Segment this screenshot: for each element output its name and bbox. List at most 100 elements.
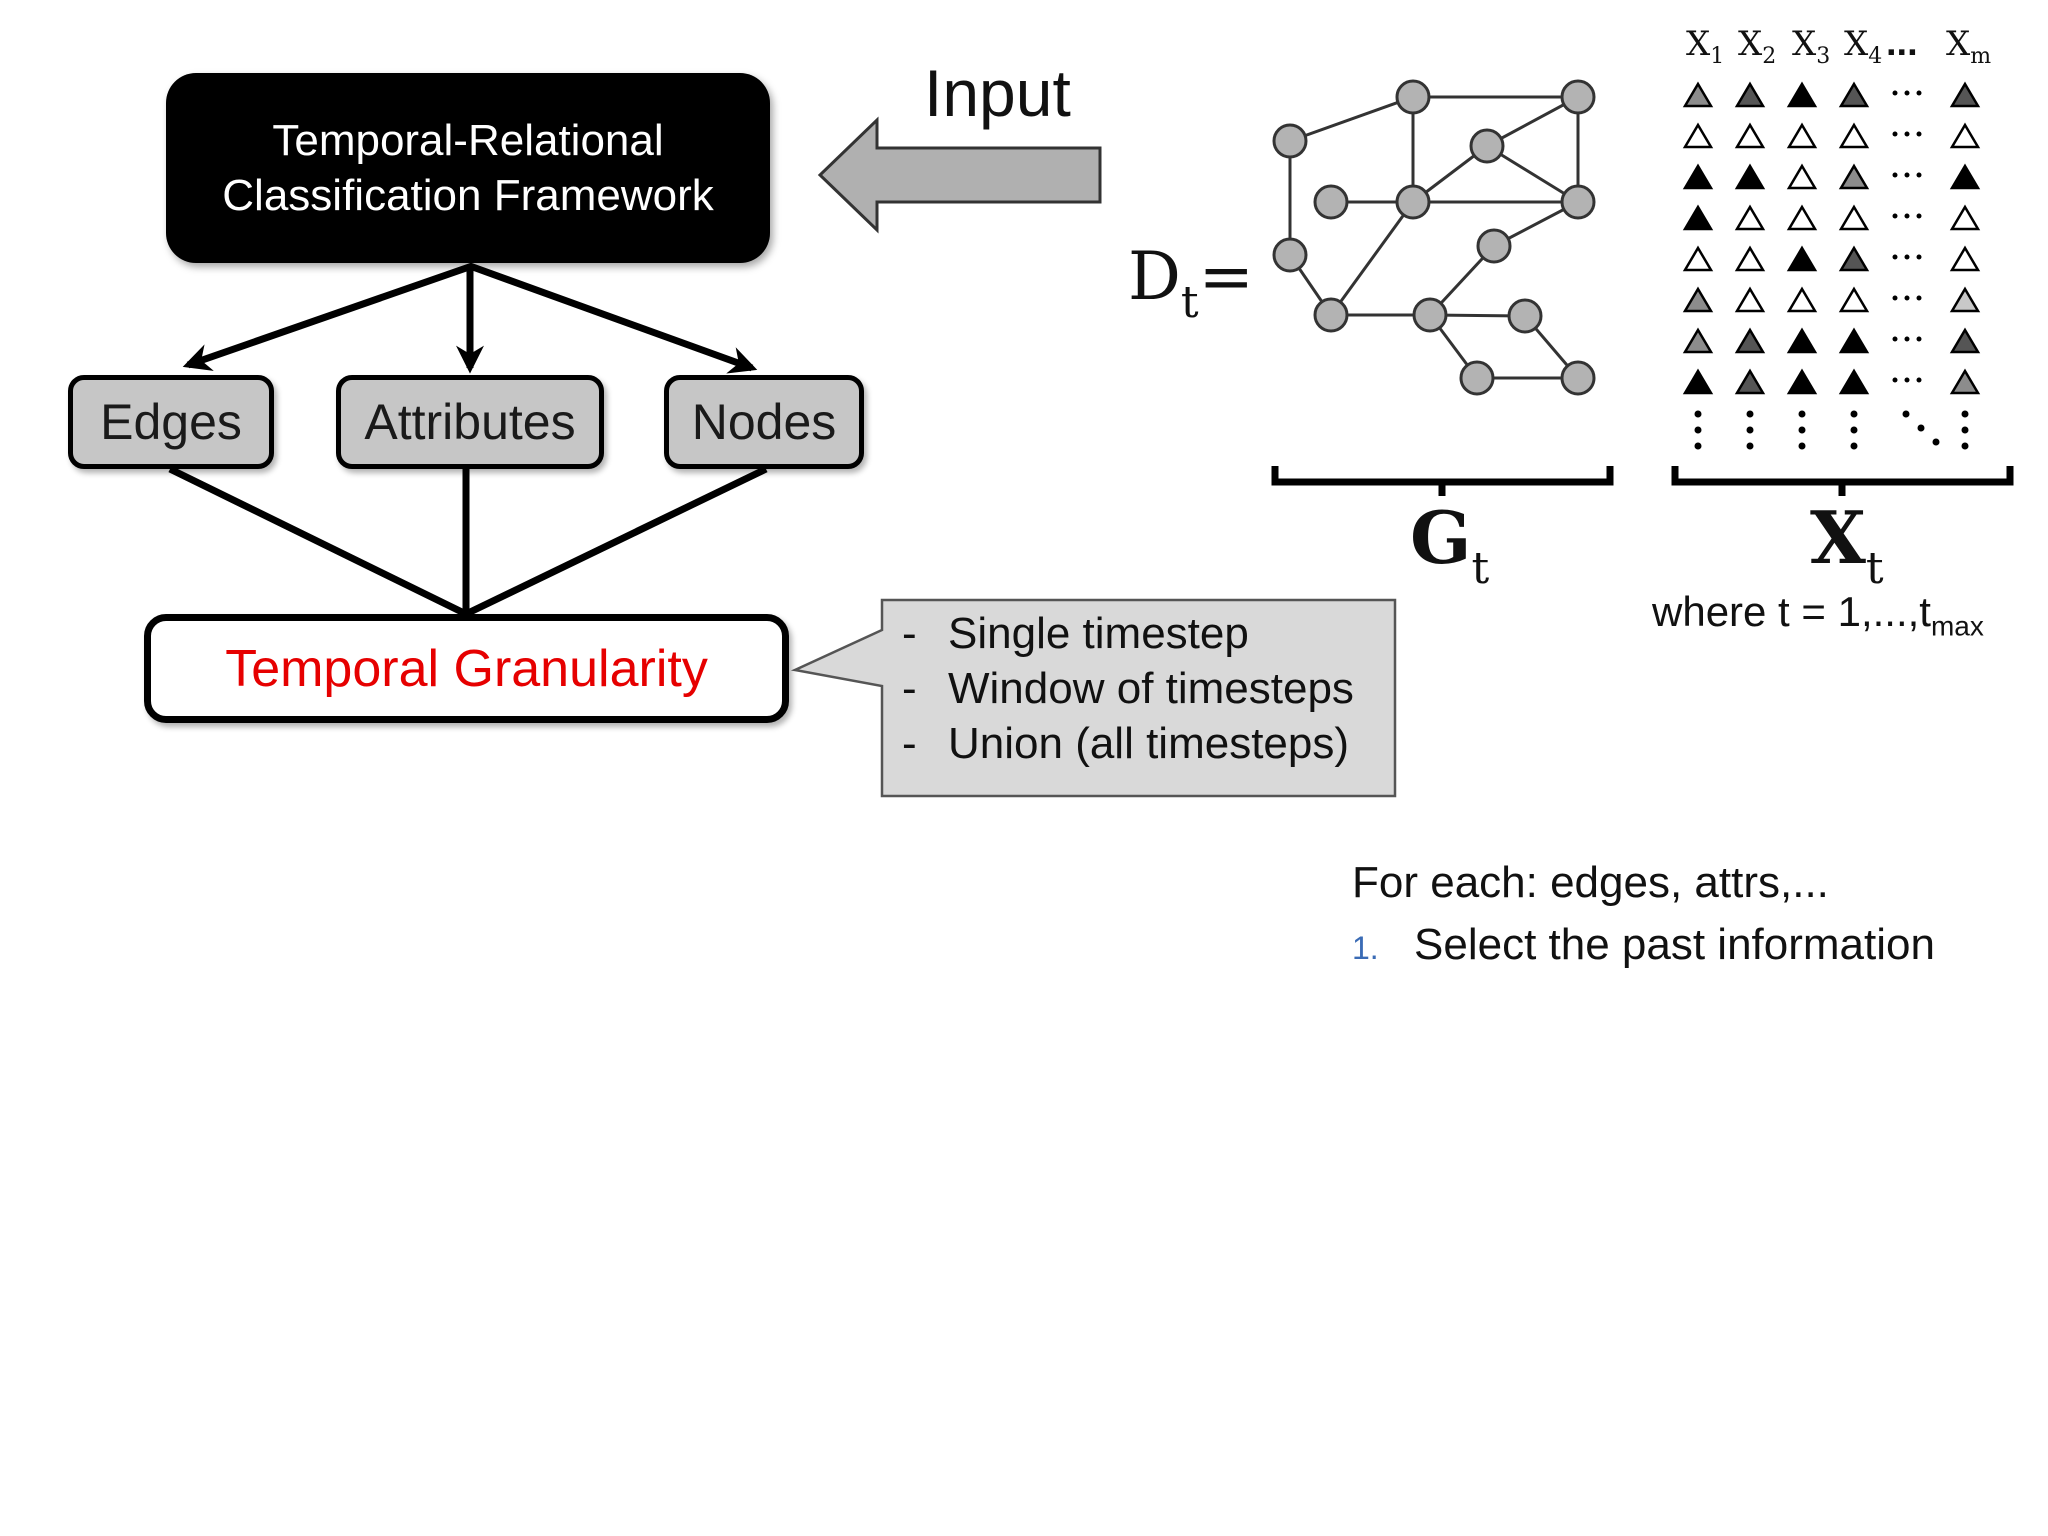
attribute-triangle	[1786, 327, 1818, 354]
attribute-triangle	[1682, 163, 1714, 190]
framework-arrows	[182, 262, 758, 374]
graph-node	[1560, 79, 1596, 115]
attribute-triangle	[1682, 122, 1714, 149]
ellipsis-dot	[1916, 377, 1922, 383]
attribute-triangle	[1838, 286, 1870, 313]
gt-brace	[1271, 466, 1614, 496]
vertical-ellipsis-dot	[1798, 426, 1806, 434]
xt-label: Xt	[1810, 495, 1884, 594]
input-label: Input	[924, 56, 1071, 130]
attribute-triangle	[1838, 327, 1870, 354]
granularity-callout	[790, 598, 1397, 798]
ellipsis-dot	[1904, 295, 1910, 301]
ellipsis-dot	[1904, 172, 1910, 178]
column-header: X2	[1738, 24, 1777, 69]
graph-node	[1395, 184, 1431, 220]
granularity-option: -Window of timesteps	[902, 664, 1354, 713]
framework-title-line2: Classification Framework	[222, 171, 714, 220]
vertical-ellipsis-dot	[1961, 426, 1969, 434]
framework-box: Temporal-Relational Classification Frame…	[166, 73, 770, 263]
attribute-triangle	[1682, 245, 1714, 272]
attribute-triangle	[1734, 286, 1766, 313]
attribute-matrix	[1682, 81, 1981, 450]
attribute-triangle	[1838, 204, 1870, 231]
attribute-triangle	[1786, 286, 1818, 313]
attribute-triangle	[1682, 204, 1714, 231]
attribute-triangle	[1682, 368, 1714, 395]
arrow-to-edges	[182, 262, 474, 371]
vertical-ellipsis-dot	[1694, 426, 1702, 434]
ellipsis-dot	[1916, 172, 1922, 178]
ellipsis-dot	[1892, 213, 1898, 219]
graph-node	[1313, 297, 1349, 333]
vertical-ellipsis-dot	[1694, 410, 1702, 418]
attribute-triangle	[1949, 245, 1981, 272]
ellipsis-dot	[1904, 131, 1910, 137]
vertical-ellipsis-dot	[1961, 442, 1969, 450]
graph-node	[1395, 79, 1431, 115]
vertical-ellipsis-dot	[1746, 442, 1754, 450]
graph-node	[1507, 298, 1543, 334]
category-nodes: Nodes	[664, 375, 864, 469]
ellipsis-dot	[1892, 254, 1898, 260]
attribute-triangle	[1838, 122, 1870, 149]
vertical-ellipsis-dot	[1850, 426, 1858, 434]
attribute-triangle	[1786, 245, 1818, 272]
granularity-label: Temporal Granularity	[225, 639, 708, 698]
temporal-granularity-box: Temporal Granularity	[144, 614, 789, 723]
graph-nodes	[1272, 79, 1596, 396]
attribute-triangle	[1786, 81, 1818, 108]
category-label: Attributes	[364, 394, 576, 450]
ellipsis-dot	[1904, 336, 1910, 342]
xt-brace	[1671, 466, 2014, 496]
attribute-triangle	[1949, 81, 1981, 108]
attribute-triangle	[1786, 368, 1818, 395]
ellipsis-dot	[1904, 254, 1910, 260]
input-arrow-icon	[817, 116, 1102, 234]
vertical-ellipsis-dot	[1746, 426, 1754, 434]
vertical-ellipsis-dot	[1850, 442, 1858, 450]
granularity-options: -Single timestep -Window of timesteps -U…	[902, 606, 1354, 771]
graph-node	[1412, 297, 1448, 333]
vertical-ellipsis-dot	[1798, 442, 1806, 450]
ellipsis-dot	[1916, 131, 1922, 137]
attribute-triangle	[1949, 368, 1981, 395]
granularity-option: -Single timestep	[902, 609, 1249, 658]
granularity-option: -Union (all timesteps)	[902, 719, 1350, 768]
attribute-triangle	[1682, 81, 1714, 108]
attribute-triangle	[1838, 163, 1870, 190]
attribute-triangle	[1786, 163, 1818, 190]
column-header: Xm	[1946, 24, 1992, 69]
attribute-triangle	[1734, 122, 1766, 149]
graph-node	[1272, 123, 1308, 159]
attribute-triangle	[1949, 163, 1981, 190]
graph-node	[1272, 237, 1308, 273]
column-header: X3	[1792, 24, 1831, 69]
notes-step: 1.Select the past information	[1352, 920, 1935, 969]
category-edges: Edges	[68, 375, 274, 469]
ellipsis-dot	[1916, 295, 1922, 301]
attribute-triangle	[1949, 122, 1981, 149]
attribute-triangle	[1949, 327, 1981, 354]
vertical-ellipsis-dot	[1694, 442, 1702, 450]
attribute-triangle	[1786, 122, 1818, 149]
attribute-triangle	[1838, 81, 1870, 108]
column-header-ellipsis: ...	[1886, 22, 1918, 64]
attribute-triangle	[1734, 81, 1766, 108]
vertical-ellipsis-dot	[1746, 410, 1754, 418]
ellipsis-dot	[1904, 213, 1910, 219]
gt-label: Gt	[1410, 495, 1490, 594]
diagonal-ellipsis-dot	[1902, 410, 1910, 418]
ellipsis-dot	[1916, 213, 1922, 219]
attribute-triangle	[1734, 245, 1766, 272]
granularity-connectors	[168, 465, 768, 618]
ellipsis-dot	[1892, 131, 1898, 137]
notes-heading: For each: edges, attrs,...	[1352, 858, 1829, 907]
graph-node	[1469, 128, 1505, 164]
category-attributes: Attributes	[336, 375, 604, 469]
attribute-triangle	[1682, 327, 1714, 354]
vertical-ellipsis-dot	[1798, 410, 1806, 418]
ellipsis-dot	[1916, 254, 1922, 260]
graph-node	[1560, 184, 1596, 220]
diagonal-ellipsis-dot	[1932, 438, 1940, 446]
